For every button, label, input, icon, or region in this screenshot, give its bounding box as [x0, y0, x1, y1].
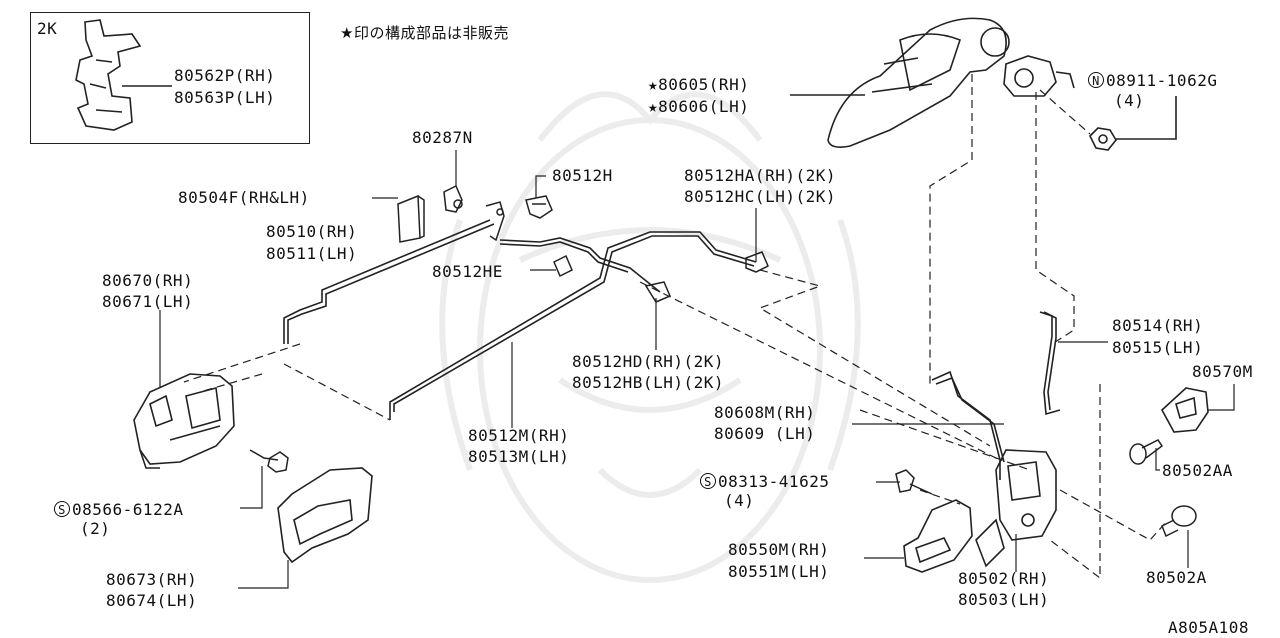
leader-lines — [159, 150, 1235, 589]
callout-80513m[interactable]: 80513M(LH) — [468, 447, 570, 466]
callout-80512h[interactable]: 80512H — [552, 166, 613, 185]
callout-80609[interactable]: 80609 (LH) — [714, 424, 816, 443]
bolt-08313 — [895, 469, 933, 495]
striker-80570m — [1160, 387, 1209, 433]
callout-80510[interactable]: 80510(RH) — [266, 222, 358, 241]
callout-80673[interactable]: 80673(RH) — [106, 570, 198, 589]
part-code: 08911-1062G — [1106, 71, 1218, 90]
escutcheon-part — [277, 467, 373, 564]
callout-80512he[interactable]: 80512HE — [432, 262, 503, 281]
rods-and-cables — [283, 219, 1061, 480]
callout-80512ha[interactable]: 80512HA(RH)(2K) — [684, 166, 836, 185]
diagram-id: A805A108 — [1168, 618, 1250, 637]
inset-2k-box: 2K — [30, 12, 310, 144]
callout-80563p[interactable]: 80563P(LH) — [174, 88, 276, 107]
callout-80512hd[interactable]: 80512HD(RH)(2K) — [572, 352, 724, 371]
nut-08911 — [1089, 96, 1177, 151]
actuator-80550m — [903, 499, 973, 573]
screw-08566 — [249, 449, 289, 473]
callout-80551m[interactable]: 80551M(LH) — [728, 562, 830, 581]
callout-80512m[interactable]: 80512M(RH) — [468, 426, 570, 445]
outside-handle-part — [790, 17, 1010, 148]
callout-80674[interactable]: 80674(LH) — [106, 591, 198, 610]
quantity-08566: (2) — [80, 519, 111, 538]
quantity-08911: (4) — [1114, 91, 1145, 110]
part-code: 08566-6122A — [72, 500, 184, 519]
callout-80671[interactable]: 80671(LH) — [102, 292, 194, 311]
door-lock-assembly — [975, 449, 1057, 568]
inset-tag: 2K — [37, 19, 58, 38]
callout-80514[interactable]: 80514(RH) — [1112, 316, 1204, 335]
unsold-parts-note: ★印の構成部品は非販売 — [340, 24, 509, 42]
callout-80502a[interactable]: 80502A — [1146, 568, 1207, 587]
inside-handle-part — [133, 373, 235, 469]
callout-80562p[interactable]: 80562P(RH) — [174, 66, 276, 85]
quantity-08313: (4) — [724, 491, 755, 510]
callout-80608m[interactable]: 80608M(RH) — [714, 403, 816, 422]
callout-80502[interactable]: 80502(RH) — [958, 569, 1050, 588]
s-prefix-badge: S — [700, 473, 716, 489]
small-clips — [397, 184, 769, 303]
callout-80511[interactable]: 80511(LH) — [266, 244, 358, 263]
callout-80504f[interactable]: 80504F(RH&LH) — [178, 188, 310, 207]
part-code: 08313-41625 — [718, 472, 830, 491]
n-prefix-badge: N — [1088, 72, 1104, 88]
inset-part-80562p — [75, 19, 172, 131]
key-cylinder-part — [1003, 55, 1075, 97]
callout-80512hc[interactable]: 80512HC(LH)(2K) — [684, 187, 836, 206]
screw-80502aa — [1129, 439, 1164, 465]
callout-80670[interactable]: 80670(RH) — [102, 271, 194, 290]
callout-80605[interactable]: ★80605(RH) — [648, 75, 750, 94]
callout-80606[interactable]: ★80606(LH) — [648, 97, 750, 116]
callout-80503[interactable]: 80503(LH) — [958, 590, 1050, 609]
s-prefix-badge: S — [54, 501, 70, 517]
screw-80502a — [1161, 505, 1197, 538]
callout-80502aa[interactable]: 80502AA — [1162, 461, 1233, 480]
callout-80550m[interactable]: 80550M(RH) — [728, 540, 830, 559]
watermark-crest — [439, 91, 861, 583]
dashed-guides — [183, 74, 1169, 580]
callout-80515[interactable]: 80515(LH) — [1112, 338, 1204, 357]
callout-80287n[interactable]: 80287N — [412, 128, 473, 147]
callout-80512hb[interactable]: 80512HB(LH)(2K) — [572, 373, 724, 392]
callout-80570m[interactable]: 80570M — [1192, 362, 1253, 381]
